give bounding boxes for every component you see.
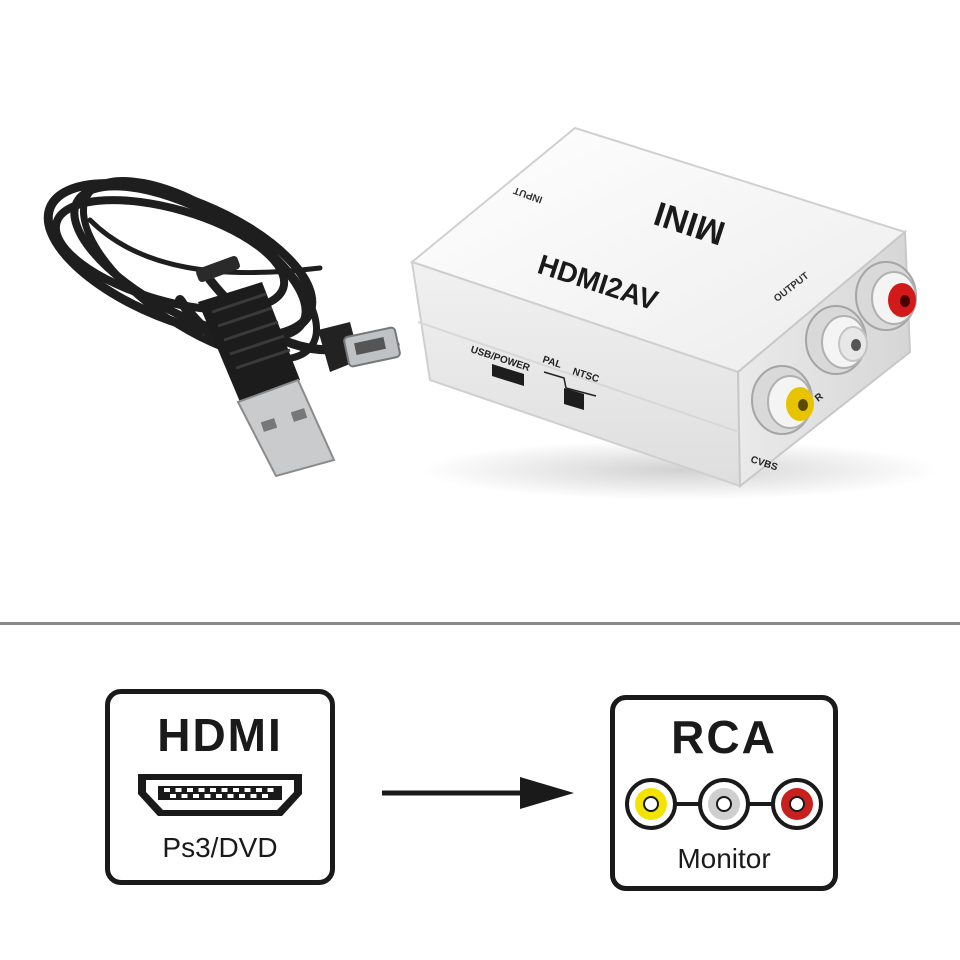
usb-power-port <box>492 364 524 386</box>
rca-jack-icon-red <box>771 778 823 830</box>
rca-jacks-icon <box>625 778 823 830</box>
rca-jack-yellow <box>751 365 814 435</box>
hdmi2av-converter: MINI HDMI2AV INPUT OUTPUT USB/POWER PAL … <box>409 126 917 489</box>
rca-jack-white <box>805 305 868 375</box>
hdmi-port-icon <box>138 774 302 816</box>
rca-jack-icon-white <box>698 778 750 830</box>
connection-diagram: HDMI Ps3/DVD RCA <box>0 625 960 960</box>
mini-usb-plug-icon <box>318 322 401 372</box>
usb-a-plug-icon <box>198 282 336 478</box>
rca-title: RCA <box>671 711 777 763</box>
pal-ntsc-switch <box>564 388 584 410</box>
hdmi-title: HDMI <box>157 709 283 761</box>
right-arrow-icon <box>382 777 574 809</box>
rca-jack-red <box>855 261 917 331</box>
hdmi-caption: Ps3/DVD <box>162 832 278 863</box>
rca-jack-icon-yellow <box>625 778 677 830</box>
section-divider <box>0 622 960 625</box>
product-photo: MINI HDMI2AV INPUT OUTPUT USB/POWER PAL … <box>43 126 940 500</box>
hdmi-source-box: HDMI Ps3/DVD <box>105 689 335 885</box>
rca-target-box: RCA Monitor <box>610 695 838 891</box>
rca-caption: Monitor <box>677 843 771 874</box>
